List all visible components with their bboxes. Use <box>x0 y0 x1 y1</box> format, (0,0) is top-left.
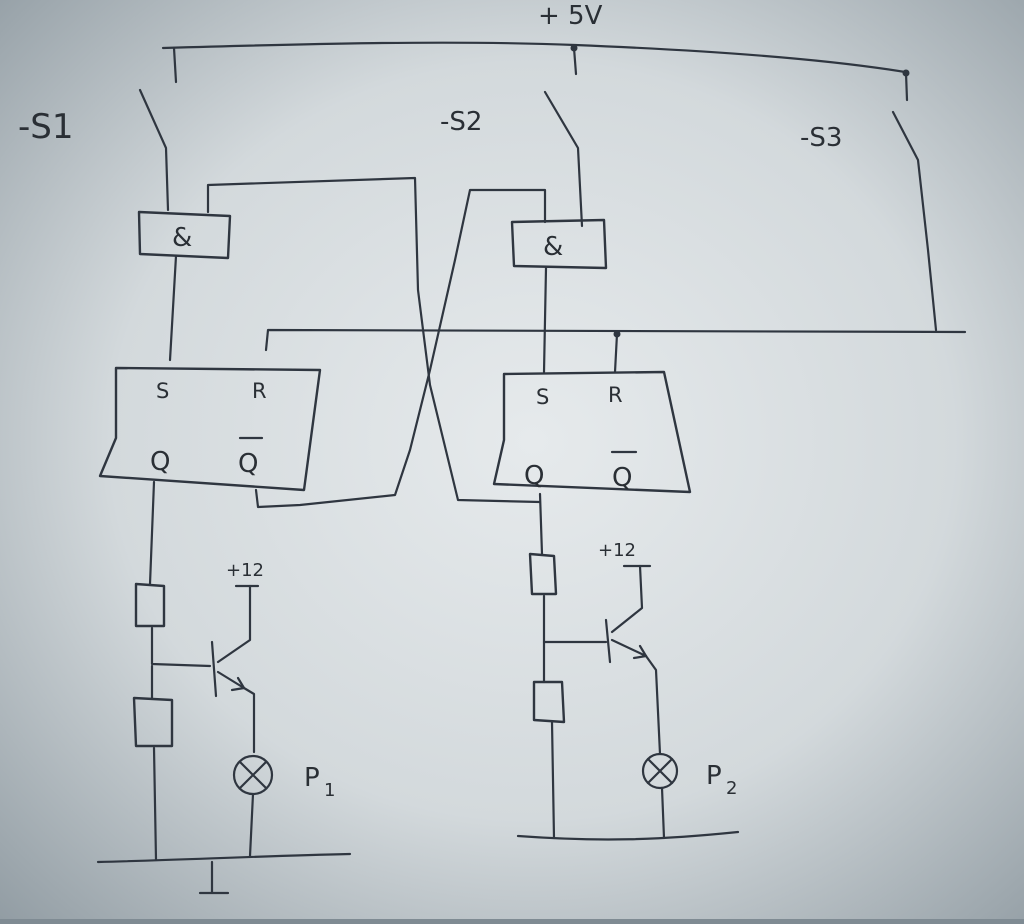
lamp-p2-subscript: 2 <box>726 778 737 799</box>
lamp-p1-label: P <box>304 763 320 793</box>
right-q-output-wire <box>538 492 544 556</box>
flipflop-right-q: Q <box>524 461 544 491</box>
left-bias-resistor <box>132 696 174 748</box>
flipflop-right-qbar: Q <box>612 463 632 493</box>
and-gate-left <box>137 210 232 260</box>
left-supply-12v-label: +12 <box>226 560 264 581</box>
switch-s1 <box>138 88 170 212</box>
and-left-to-s-wire <box>168 254 178 362</box>
right-bias-resistor <box>532 680 566 724</box>
switch-s2-label: -S2 <box>440 107 482 137</box>
transistor-left <box>210 640 246 698</box>
flipflop-right <box>492 370 692 494</box>
left-q-output-wire <box>148 480 156 586</box>
transistor-right <box>604 618 648 664</box>
and-gate-right <box>510 218 608 270</box>
lamp-p2-label: P <box>706 761 722 791</box>
flipflop-right-r: R <box>608 383 623 407</box>
ground-rail-right <box>516 830 740 841</box>
right-ground-drop <box>550 720 556 840</box>
reset-drop-right <box>613 332 619 374</box>
ground-symbol <box>198 860 230 895</box>
right-supply-12v-label: +12 <box>598 540 636 561</box>
left-collector-wire <box>216 584 252 664</box>
flipflop-left <box>98 366 322 492</box>
right-emitter-wire <box>644 654 662 756</box>
switch-s2 <box>543 90 584 228</box>
flipflop-left-qbar: Q <box>238 449 258 479</box>
s1-supply-tick <box>172 46 178 84</box>
right-collector-wire <box>610 564 644 634</box>
right-base-resistor <box>528 552 558 596</box>
left-base-resistor <box>134 582 166 628</box>
lamp-p2 <box>641 752 679 790</box>
lamp-p1-subscript: 1 <box>324 780 335 801</box>
reset-rail <box>264 328 967 352</box>
lamp-p2-ground-wire <box>660 786 666 840</box>
left-base-wire <box>150 626 212 668</box>
flipflop-left-s: S <box>156 379 169 403</box>
switch-s3 <box>891 110 938 332</box>
and-gate-left-symbol: & <box>172 223 192 253</box>
flipflop-left-r: R <box>252 379 267 403</box>
supply-5v-label: + 5V <box>538 1 603 31</box>
feedback-wire-left-qbar <box>254 188 547 509</box>
flipflop-right-s: S <box>536 385 549 409</box>
left-ground-drop <box>152 746 158 862</box>
switch-s1-label: -S1 <box>18 107 73 147</box>
ground-rail-left <box>96 852 352 864</box>
s3-supply-drop <box>904 71 909 102</box>
and-gate-right-symbol: & <box>543 232 563 262</box>
s2-supply-drop <box>572 46 578 76</box>
feedback-wire-right-qbar <box>206 176 542 504</box>
switch-s3-label: -S3 <box>800 123 842 153</box>
left-emitter-wire <box>242 686 256 754</box>
flipflop-left-q: Q <box>150 447 170 477</box>
lamp-p1-ground-wire <box>248 792 255 858</box>
and-right-to-s-wire <box>542 266 548 374</box>
